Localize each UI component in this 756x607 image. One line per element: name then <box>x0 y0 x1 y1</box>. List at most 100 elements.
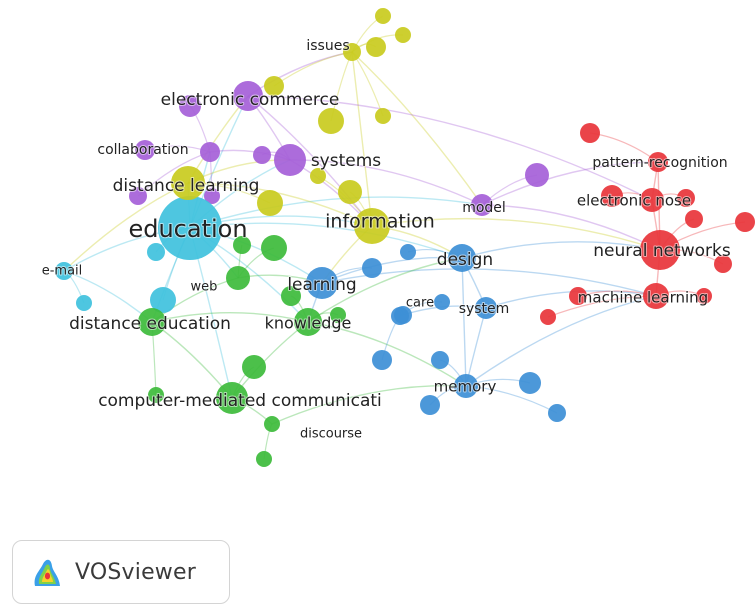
node-minor-blue[interactable] <box>519 372 541 394</box>
node-education[interactable] <box>158 196 222 260</box>
node-minor-blue[interactable] <box>420 395 440 415</box>
vosviewer-logo-icon <box>34 559 60 586</box>
label-issues[interactable]: issues <box>305 37 350 55</box>
node-distance-education[interactable] <box>138 308 166 336</box>
node-minor-purple[interactable] <box>525 163 549 187</box>
node-minor-blue[interactable] <box>362 258 382 278</box>
node-minor-yellow[interactable] <box>257 190 283 216</box>
link-learning-design <box>321 256 463 284</box>
node-minor-red[interactable] <box>677 189 695 207</box>
node-systems[interactable] <box>274 144 306 176</box>
node-care[interactable] <box>391 307 409 325</box>
node-electronic-nose[interactable] <box>640 188 664 212</box>
label-web[interactable]: web <box>190 279 219 296</box>
node-design[interactable] <box>448 244 476 272</box>
node-minor-yellow[interactable] <box>375 8 391 24</box>
node-minor-yellow[interactable] <box>375 108 391 124</box>
label-care[interactable]: care <box>405 295 435 312</box>
node-minor-red[interactable] <box>569 287 587 305</box>
node-minor-green[interactable] <box>256 451 272 467</box>
node-minor-blue[interactable] <box>372 350 392 370</box>
label-electronic-nose[interactable]: electronic nose <box>576 191 692 211</box>
node-minor-yellow[interactable] <box>366 37 386 57</box>
node-minor-yellow[interactable] <box>395 27 411 43</box>
node-discourse[interactable] <box>264 416 280 432</box>
node-layer <box>55 8 755 467</box>
node-minor-green[interactable] <box>261 235 287 261</box>
node-minor-blue[interactable] <box>431 351 449 369</box>
label-layer: education distance education e-mail distanc… <box>41 37 732 443</box>
label-system[interactable]: system <box>458 300 511 318</box>
node-machine-learning[interactable] <box>643 283 669 309</box>
node-minor-purple[interactable] <box>135 140 155 160</box>
link-distance-education-knowledge <box>151 311 309 323</box>
link-memory-machine-learning <box>465 295 657 387</box>
node-information[interactable] <box>354 208 390 244</box>
label-model[interactable]: model <box>461 199 507 217</box>
label-memory[interactable]: memory <box>433 377 498 397</box>
node-minor-yellow[interactable] <box>338 180 362 204</box>
node-knowledge[interactable] <box>294 308 322 336</box>
link-memory-design <box>461 257 467 387</box>
node-minor-red[interactable] <box>601 185 623 207</box>
node-minor-cyan[interactable] <box>147 243 165 261</box>
vosviewer-logo-badge[interactable]: VOSviewer <box>12 540 230 604</box>
label-distance-education[interactable]: distance education <box>68 313 232 335</box>
node-minor-purple[interactable] <box>129 187 147 205</box>
node-minor-red[interactable] <box>540 309 556 325</box>
label-neural-networks[interactable]: neural networks <box>592 240 732 262</box>
node-minor-blue[interactable] <box>400 244 416 260</box>
vosviewer-logo-text: VOSviewer <box>75 559 196 585</box>
label-systems[interactable]: systems <box>310 150 382 172</box>
label-electronic-commerce[interactable]: electronic commerce <box>160 89 341 111</box>
node-minor-green[interactable] <box>148 387 164 403</box>
node-minor-yellow[interactable] <box>318 108 344 134</box>
node-minor-red[interactable] <box>714 255 732 273</box>
label-collaboration[interactable]: collaboration <box>96 141 189 159</box>
node-minor-purple[interactable] <box>204 188 220 204</box>
node-minor-yellow[interactable] <box>310 168 326 184</box>
node-neural-networks[interactable] <box>640 230 680 270</box>
label-e-mail[interactable]: e-mail <box>41 263 84 280</box>
label-learning[interactable]: learning <box>286 274 357 296</box>
node-minor-yellow[interactable] <box>264 76 284 96</box>
node-model[interactable] <box>471 194 493 216</box>
label-pattern-recognition[interactable]: pattern-recognition <box>591 154 728 172</box>
node-system[interactable] <box>475 297 497 319</box>
label-knowledge[interactable]: knowledge <box>264 313 353 334</box>
node-minor-green[interactable] <box>330 307 346 323</box>
node-minor-blue[interactable] <box>434 294 450 310</box>
label-discourse[interactable]: discourse <box>299 426 363 443</box>
node-minor-red[interactable] <box>735 212 755 232</box>
node-minor-blue[interactable] <box>548 404 566 422</box>
node-minor-red[interactable] <box>696 288 712 304</box>
node-minor-green[interactable] <box>281 286 301 306</box>
label-machine-learning[interactable]: machine learning <box>577 288 709 308</box>
node-minor-purple[interactable] <box>253 146 271 164</box>
label-computer-mediated-communication[interactable]: computer-mediated communicati <box>97 390 383 412</box>
node-minor-cyan[interactable] <box>150 287 176 313</box>
node-pattern-recognition[interactable] <box>648 152 668 172</box>
node-minor-purple[interactable] <box>179 95 201 117</box>
node-minor-red[interactable] <box>580 123 600 143</box>
node-distance-learning[interactable] <box>171 166 205 200</box>
node-minor-green[interactable] <box>233 236 251 254</box>
node-web[interactable] <box>226 266 250 290</box>
node-minor-green[interactable] <box>242 355 266 379</box>
node-learning[interactable] <box>306 267 338 299</box>
node-computer-mediated-communication[interactable] <box>216 382 248 414</box>
link-model-neural-networks <box>481 204 661 251</box>
node-issues[interactable] <box>343 43 361 61</box>
label-education[interactable]: education <box>127 214 248 244</box>
node-minor-cyan[interactable] <box>76 295 92 311</box>
node-memory[interactable] <box>454 374 478 398</box>
label-information[interactable]: information <box>324 210 436 234</box>
label-distance-learning[interactable]: distance learning <box>112 175 261 197</box>
link-knowledge-design <box>307 257 463 323</box>
node-collaboration[interactable] <box>200 142 220 162</box>
node-electronic-commerce[interactable] <box>233 81 263 111</box>
label-design[interactable]: design <box>436 249 494 271</box>
node-minor-red[interactable] <box>685 210 703 228</box>
node-e-mail[interactable] <box>55 262 73 280</box>
